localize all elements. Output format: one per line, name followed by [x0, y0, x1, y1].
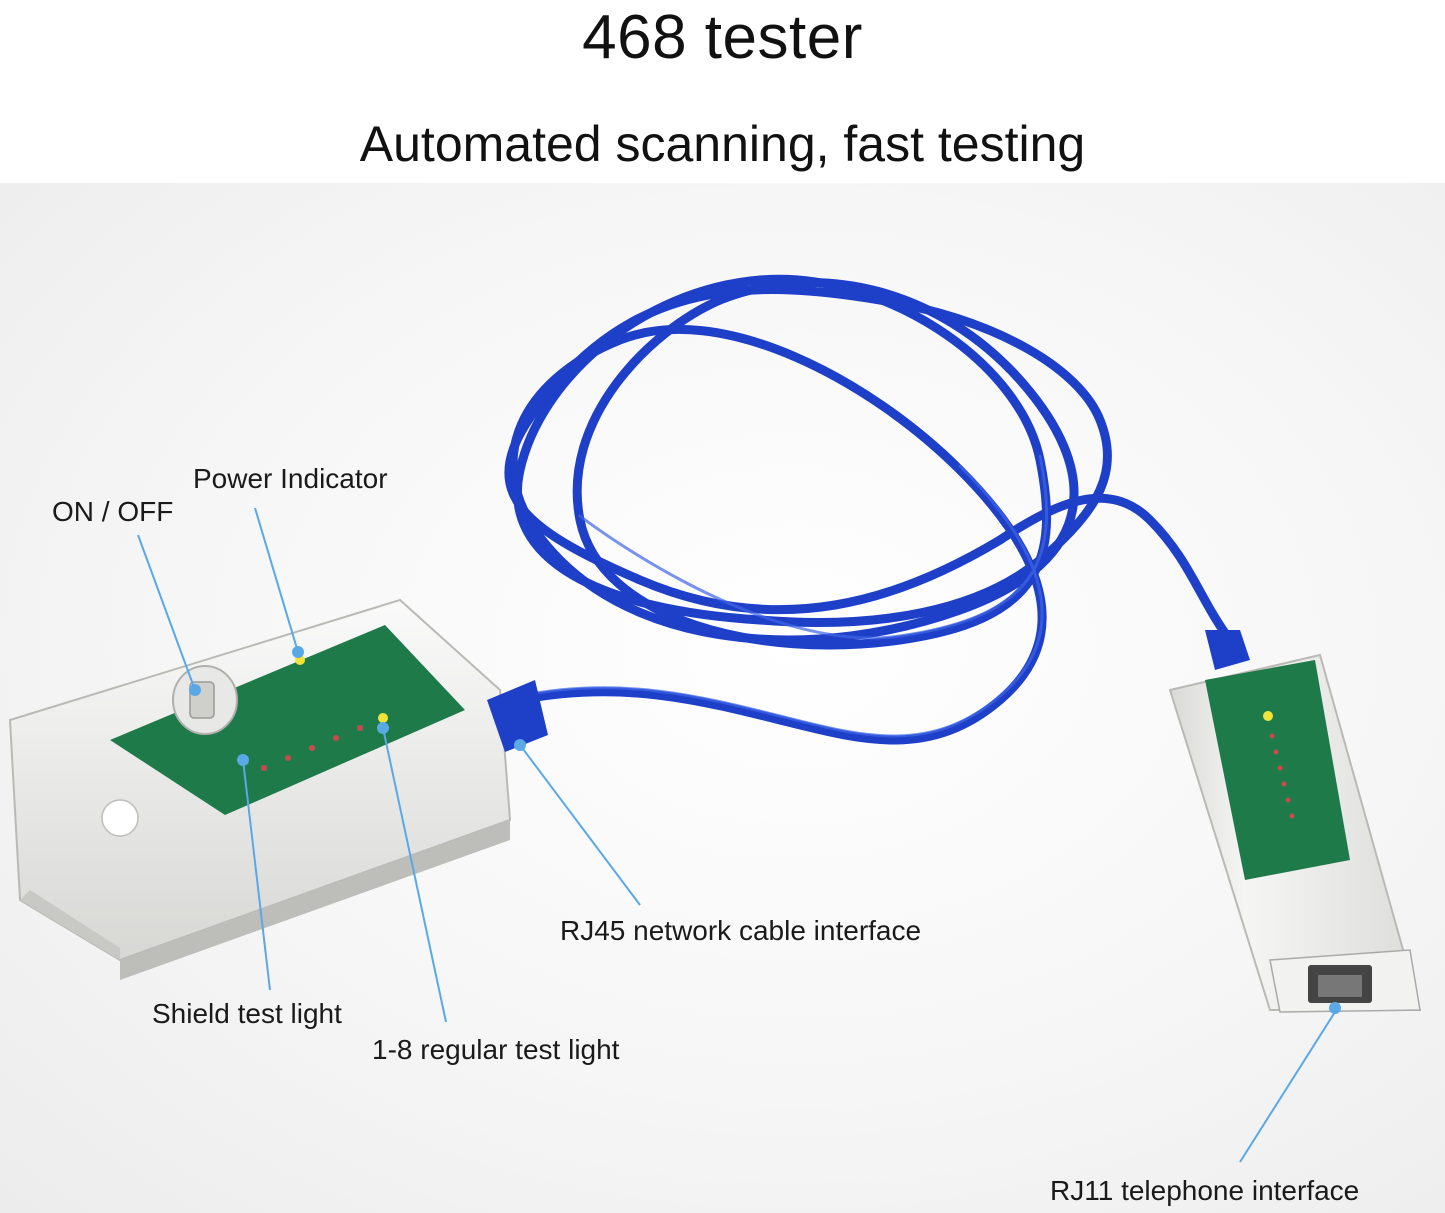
page-title: 468 tester [582, 3, 863, 72]
rj45-plug [487, 680, 548, 752]
callout-lines [137, 507, 1336, 1163]
master-tester-unit [8, 598, 548, 980]
regular-lights-label: 1-8 regular test light [372, 1034, 620, 1065]
remote-green-panel [1205, 660, 1350, 880]
shield-light-label: Shield test light [152, 998, 342, 1029]
network-cable [504, 274, 1235, 745]
on-off-label: ON / OFF [52, 496, 174, 527]
power-indicator-label: Power Indicator [193, 463, 388, 494]
master-green-panel [110, 625, 465, 815]
rj11-interface-label: RJ11 telephone interface [1050, 1175, 1360, 1206]
rj45-interface-label: RJ45 network cable interface [560, 915, 922, 946]
network-cable-highlight [518, 454, 1049, 738]
callout-dots [189, 646, 1341, 1014]
page-subtitle: Automated scanning, fast testing [359, 116, 1086, 172]
remote-tester-unit [1168, 630, 1422, 1013]
